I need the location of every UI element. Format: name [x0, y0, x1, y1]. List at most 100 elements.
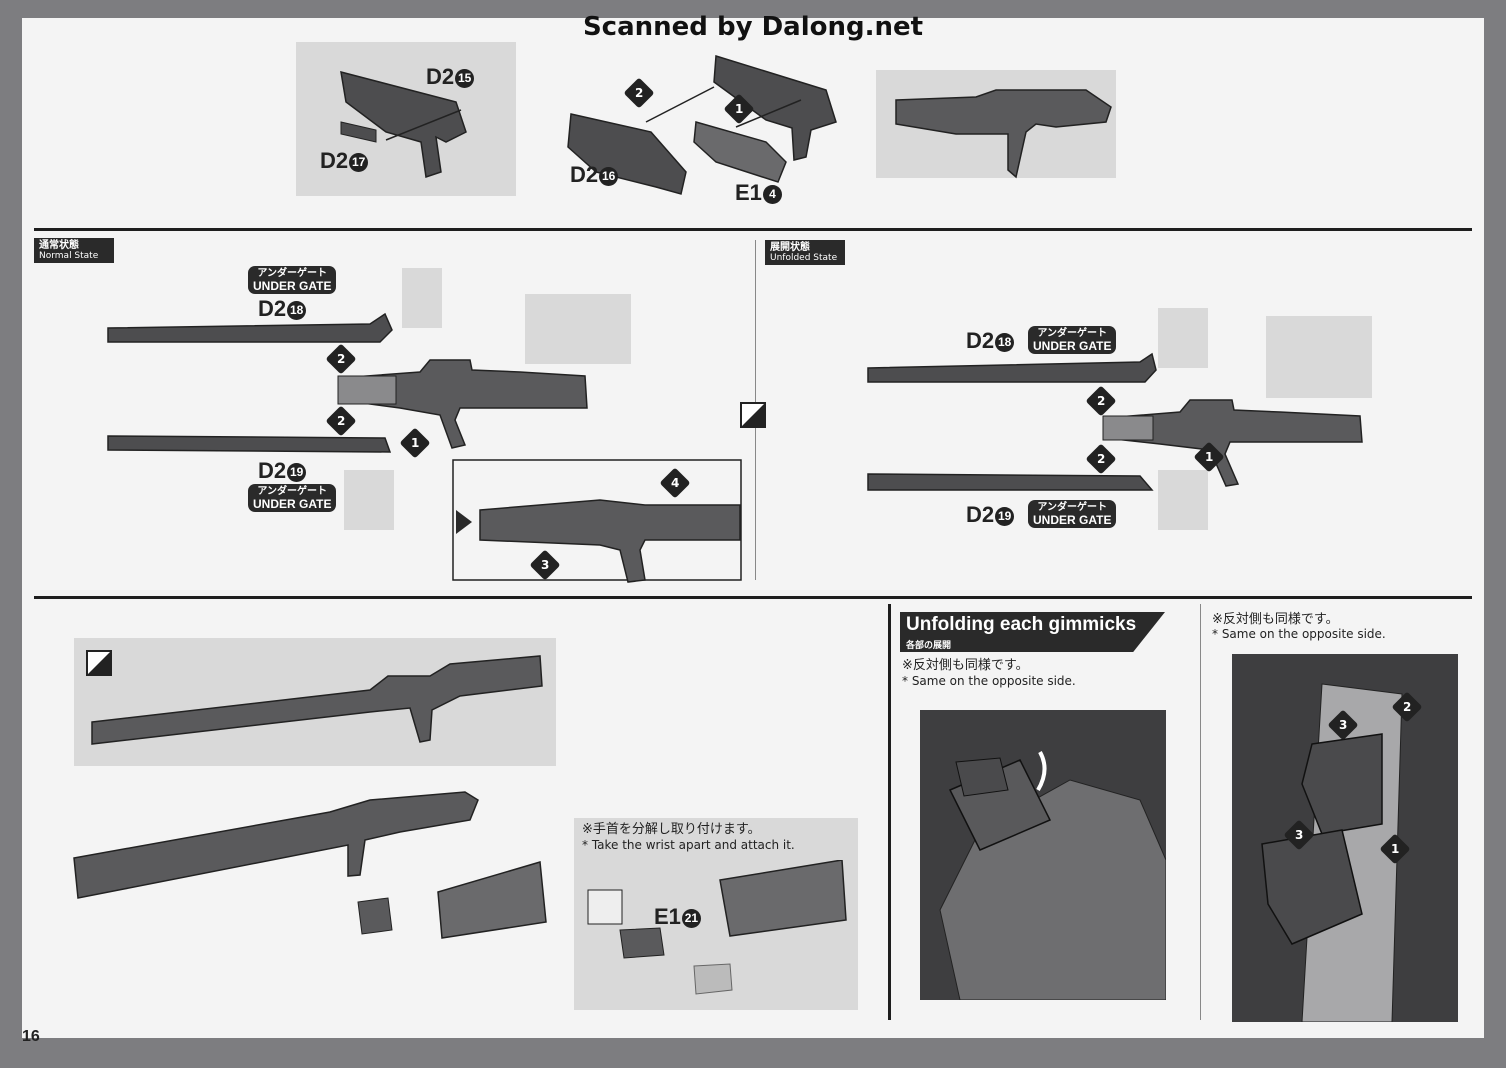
- gate-detail-box: [1158, 308, 1208, 368]
- gimmick-note-jp: ※反対側も同様です。: [902, 658, 1029, 673]
- rotate-arrow: [1036, 751, 1047, 792]
- rifle-normal-view: [73, 791, 479, 899]
- step-number: 2: [1402, 699, 1412, 714]
- barrel-coupling: [337, 375, 397, 405]
- part-code: D2: [570, 162, 599, 187]
- assembly-arrow-2: [645, 86, 715, 123]
- part-code: D2: [258, 458, 287, 483]
- part-num: 19: [995, 506, 1015, 526]
- detail-inset: [1266, 316, 1372, 398]
- gate-detail-box: [344, 470, 394, 530]
- detail-inset: [525, 294, 631, 364]
- small-part-d2-17: [340, 121, 377, 143]
- section-divider: [34, 228, 1472, 231]
- assembly-arrow-1: [735, 99, 802, 128]
- step-number: 2: [336, 351, 346, 366]
- hand-part: [357, 897, 393, 935]
- shoulder-flap: [955, 757, 1009, 797]
- part-code: E1: [654, 904, 681, 929]
- shin-panel-open: [1261, 829, 1363, 945]
- right-note-en: * Same on the opposite side.: [1212, 627, 1386, 641]
- under-gate-jp: アンダーゲート: [257, 486, 328, 497]
- normal-state-illustration: [107, 312, 742, 583]
- forearm-part: [719, 860, 847, 937]
- forearm-part: [437, 861, 547, 939]
- page-number: 16: [22, 1028, 40, 1045]
- step-number: 3: [1338, 717, 1348, 732]
- wrist-note-en: * Take the wrist apart and attach it.: [582, 838, 795, 852]
- right-note-jp: ※反対側も同様です。: [1212, 612, 1339, 627]
- top-parts-illustration: [340, 55, 1112, 195]
- barrel-part-e1-4: [693, 121, 787, 183]
- part-code: D2: [966, 328, 995, 353]
- step-number: 2: [1096, 393, 1106, 408]
- step-number: 1: [1204, 449, 1214, 464]
- barrel-coupling: [1102, 415, 1154, 441]
- unfolded-state-illustration: [867, 352, 1363, 491]
- under-gate-badge: アンダーゲート UNDER GATE: [1028, 326, 1117, 354]
- gimmick-note-en: * Same on the opposite side.: [902, 674, 1076, 688]
- inset-rifle: [479, 499, 741, 583]
- part-num: 18: [287, 300, 307, 320]
- gimmicks-subtitle: 各部の展開: [906, 641, 952, 651]
- shoulder-gimmick-illustration: [920, 710, 1166, 1000]
- leg-gimmick-illustration: [1232, 654, 1458, 1022]
- part-num: 21: [681, 908, 701, 928]
- assembled-stock: [895, 89, 1112, 179]
- under-gate-en: UNDER GATE: [253, 497, 332, 511]
- lower-barrel-rail: [107, 435, 392, 453]
- wrist-illustration: [587, 860, 847, 995]
- flip-view-icon: [740, 402, 766, 428]
- flip-view-icon: [86, 650, 112, 676]
- stock-part-d2-15: [340, 70, 467, 178]
- part-code: D2: [258, 296, 287, 321]
- tag-jp: 展開状態: [770, 242, 810, 253]
- part-num: 4: [762, 184, 782, 204]
- rifle-body: [1104, 399, 1363, 487]
- grip-part-d2-16: [567, 113, 687, 195]
- tag-en: Unfolded State: [770, 253, 838, 263]
- under-gate-badge: アンダーゲート UNDER GATE: [1028, 500, 1117, 528]
- step-number: 2: [336, 413, 346, 428]
- under-gate-badge: アンダーゲート UNDER GATE: [248, 266, 337, 294]
- upper-barrel-rail: [867, 352, 1157, 383]
- gimmicks-title: Unfolding each gimmicks: [906, 614, 1137, 635]
- part-code: D2: [320, 148, 349, 173]
- gimmick-inner-divider: [1200, 604, 1201, 1020]
- step-number: 2: [1096, 451, 1106, 466]
- inset-pointer-icon: [456, 510, 472, 534]
- step-number: 3: [540, 557, 550, 572]
- part-code: D2: [426, 64, 455, 89]
- step-number: 1: [410, 435, 420, 450]
- under-gate-jp: アンダーゲート: [1037, 502, 1108, 513]
- gimmick-divider: [888, 604, 891, 1020]
- wrist-joint: [587, 889, 623, 925]
- tag-en: Normal State: [39, 251, 99, 261]
- under-gate-en: UNDER GATE: [253, 279, 332, 293]
- thigh-panel-open: [1301, 733, 1383, 835]
- normal-state-tag: 通常状態 Normal State: [34, 238, 114, 263]
- tag-jp: 通常状態: [39, 240, 79, 251]
- watermark: Scanned by Dalong.net: [582, 12, 924, 42]
- under-gate-badge: アンダーゲート UNDER GATE: [248, 484, 337, 512]
- part-num: 18: [995, 332, 1015, 352]
- part-code: E1: [735, 180, 762, 205]
- gimmicks-title-banner: Unfolding each gimmicks 各部の展開: [900, 612, 1165, 652]
- step-number: 1: [734, 101, 744, 116]
- unfolded-state-tag: 展開状態 Unfolded State: [765, 240, 845, 265]
- lower-barrel-rail: [867, 473, 1154, 491]
- step-number: 2: [634, 85, 644, 100]
- under-gate-jp: アンダーゲート: [1037, 328, 1108, 339]
- wrist-note-jp: ※手首を分解し取り付けます。: [582, 822, 761, 837]
- part-num: 19: [287, 462, 307, 482]
- rifle-unfolded-view: [91, 655, 543, 745]
- hand-part-ghost: [693, 963, 733, 995]
- step-number: 4: [670, 475, 680, 490]
